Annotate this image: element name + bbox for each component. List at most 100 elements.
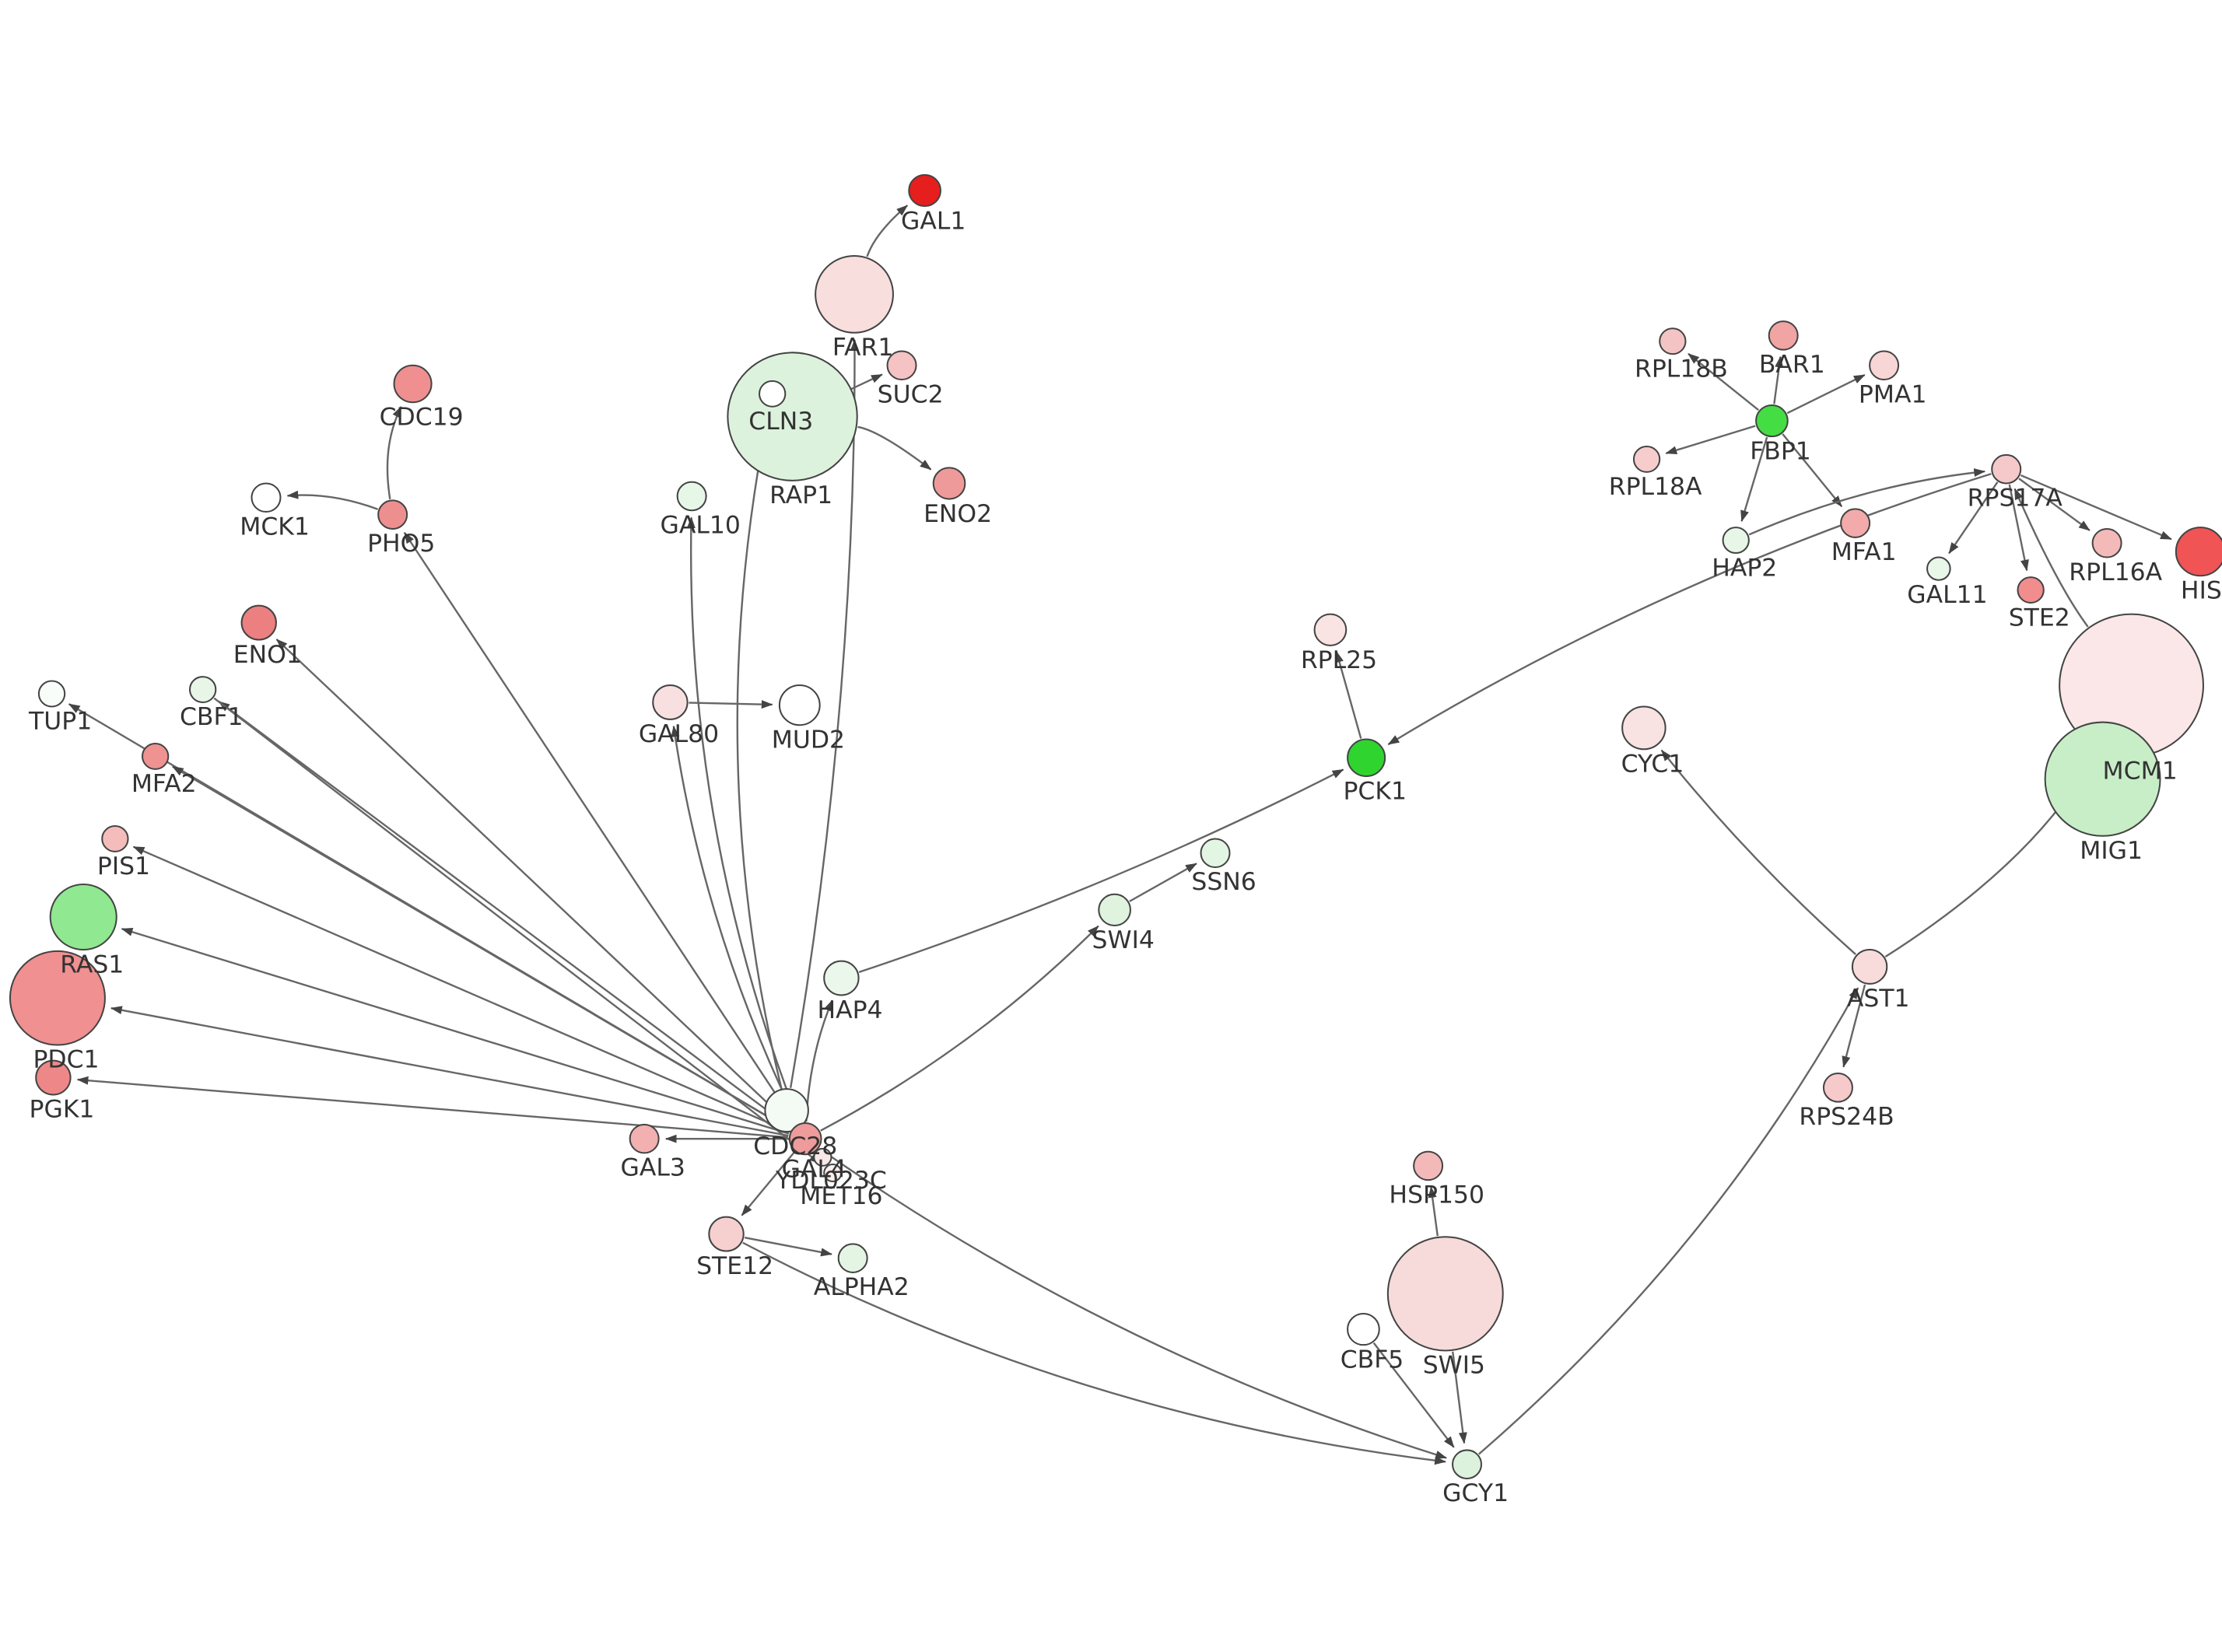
node-ENO2[interactable]	[932, 467, 966, 500]
edge-HAP2-RPS17A[interactable]	[1748, 468, 1986, 536]
edge-FBP1-BAR1[interactable]	[1773, 355, 1784, 404]
node-PIS1[interactable]	[101, 824, 129, 852]
edge-FBP1-RPL18A[interactable]	[1665, 425, 1756, 455]
edge-GAL80-MUD2[interactable]	[689, 700, 773, 709]
node-CDC28[interactable]	[764, 1088, 809, 1133]
edge-RPS17A-STE2[interactable]	[2008, 484, 2029, 572]
edge-RPS17A-PCK1[interactable]	[1387, 473, 1992, 746]
node-RPL18A[interactable]	[1632, 445, 1661, 473]
node-HSP150[interactable]	[1413, 1150, 1444, 1181]
edge-CBF1-MET16[interactable]	[213, 697, 821, 1164]
node-ENO1[interactable]	[240, 604, 277, 641]
edge-SWI4-SSN6[interactable]	[1129, 863, 1197, 902]
node-MFA2[interactable]	[141, 742, 170, 770]
edge-GCY1-AST1[interactable]	[1478, 987, 1859, 1455]
node-FAR1[interactable]	[815, 255, 894, 334]
node-PMA1[interactable]	[1869, 350, 1900, 381]
edge-RPS17A-HIS4[interactable]	[2020, 474, 2172, 541]
edge-GAL4-SWI4[interactable]	[820, 925, 1099, 1132]
edge-GAL4-PDC1[interactable]	[110, 1006, 789, 1137]
node-GCY1[interactable]	[1452, 1449, 1483, 1480]
node-PGK1[interactable]	[35, 1059, 72, 1096]
node-GAL3[interactable]	[629, 1123, 660, 1154]
edge-FAR1-GAL1[interactable]	[866, 205, 909, 257]
node-HAP4[interactable]	[823, 960, 860, 996]
node-GAL80[interactable]	[652, 684, 689, 720]
node-GAL10[interactable]	[676, 481, 707, 512]
edge-GAL4-GCY1[interactable]	[818, 1147, 1447, 1459]
edge-AST1-CYC1[interactable]	[1660, 749, 1856, 955]
node-MFA1[interactable]	[1840, 508, 1871, 538]
node-RPL18B[interactable]	[1659, 327, 1687, 355]
node-MCK1[interactable]	[251, 482, 282, 513]
node-MET16[interactable]	[823, 1164, 843, 1182]
edge-RPS17A-GAL11[interactable]	[1948, 481, 1999, 555]
edge-HAP4-PCK1[interactable]	[858, 768, 1344, 974]
node-GAL11[interactable]	[1926, 556, 1951, 581]
edge-FBP1-HAP2[interactable]	[1740, 436, 1768, 522]
edge-SWI5-GCY1[interactable]	[1452, 1351, 1467, 1444]
edge-GAL4-MFA2[interactable]	[172, 765, 791, 1132]
node-FBP1[interactable]	[1755, 404, 1789, 438]
edge-RAP1-SUC2[interactable]	[850, 373, 883, 390]
node-CBF5[interactable]	[1347, 1312, 1380, 1346]
node-PCK1[interactable]	[1347, 738, 1386, 778]
node-HAP2[interactable]	[1722, 527, 1750, 555]
node-MIG1[interactable]	[2044, 721, 2161, 837]
node-CLN3[interactable]	[759, 380, 787, 408]
edge-CBF5-GCY1[interactable]	[1372, 1342, 1455, 1448]
edge-FBP1-PMA1[interactable]	[1786, 373, 1866, 415]
edge-GAL4-STE12[interactable]	[741, 1151, 796, 1216]
node-SSN6[interactable]	[1200, 838, 1231, 869]
node-BAR1[interactable]	[1768, 320, 1799, 351]
edge-GAL4-PIS1[interactable]	[132, 845, 790, 1133]
edge-PCK1-RPL25[interactable]	[1335, 651, 1362, 739]
node-RAP1[interactable]	[727, 352, 858, 481]
node-STE12[interactable]	[708, 1216, 745, 1252]
edge-PHO5-CDC19[interactable]	[386, 406, 402, 499]
edge-GAL4-GAL10[interactable]	[686, 516, 801, 1124]
node-GAL4[interactable]	[788, 1122, 822, 1156]
node-RPS17A[interactable]	[1991, 453, 2022, 485]
edge-CDC28-CLN3[interactable]	[736, 412, 783, 1089]
edge-GAL4-PGK1[interactable]	[76, 1076, 789, 1139]
node-PDC1[interactable]	[9, 950, 106, 1046]
node-RAS1[interactable]	[49, 883, 117, 951]
node-RPL16A[interactable]	[2091, 527, 2122, 558]
edge-RPS17A-RPL16A[interactable]	[2018, 478, 2091, 531]
edge-PHO5-MCK1[interactable]	[286, 490, 379, 510]
edge-CDC28-FAR1[interactable]	[789, 338, 860, 1088]
edge-GAL4-GAL80[interactable]	[671, 725, 799, 1124]
label-PDC1: PDC1	[33, 1046, 99, 1074]
node-AST1[interactable]	[1851, 949, 1888, 985]
node-SWI5[interactable]	[1386, 1236, 1504, 1352]
node-ALPHA2[interactable]	[837, 1243, 868, 1273]
edge-GAL4-CBF1[interactable]	[218, 700, 793, 1129]
node-CDC19[interactable]	[393, 364, 433, 404]
edge-STE12-ALPHA2[interactable]	[744, 1237, 832, 1257]
edge-GAL4-PHO5[interactable]	[403, 531, 797, 1125]
edge-MCM1-RPS17A[interactable]	[2013, 488, 2089, 628]
node-HIS4[interactable]	[2175, 527, 2222, 577]
node-CBF1[interactable]	[188, 676, 217, 703]
node-SWI4[interactable]	[1098, 893, 1131, 926]
node-TUP1[interactable]	[37, 680, 66, 708]
node-RPL25[interactable]	[1313, 613, 1348, 646]
node-STE2[interactable]	[2017, 576, 2045, 604]
node-GAL1[interactable]	[908, 173, 941, 208]
edge-RAP1-ENO2[interactable]	[857, 425, 932, 471]
node-CYC1[interactable]	[1621, 705, 1666, 751]
edge-GAL4-RAS1[interactable]	[121, 927, 790, 1135]
edge-SWI5-HSP150[interactable]	[1428, 1186, 1439, 1237]
edge-GAL4-ENO1[interactable]	[275, 639, 794, 1128]
node-YDL023C[interactable]	[813, 1147, 832, 1167]
node-RPS24B[interactable]	[1822, 1073, 1853, 1103]
edge-FBP1-MFA1[interactable]	[1782, 433, 1843, 508]
node-SUC2[interactable]	[886, 350, 917, 381]
edge-AST1-RPS24B[interactable]	[1842, 984, 1866, 1068]
edge-STE12-GCY1[interactable]	[742, 1241, 1446, 1465]
node-PHO5[interactable]	[377, 499, 408, 530]
edge-FBP1-RPL18B[interactable]	[1688, 352, 1759, 411]
node-MUD2[interactable]	[778, 684, 821, 726]
